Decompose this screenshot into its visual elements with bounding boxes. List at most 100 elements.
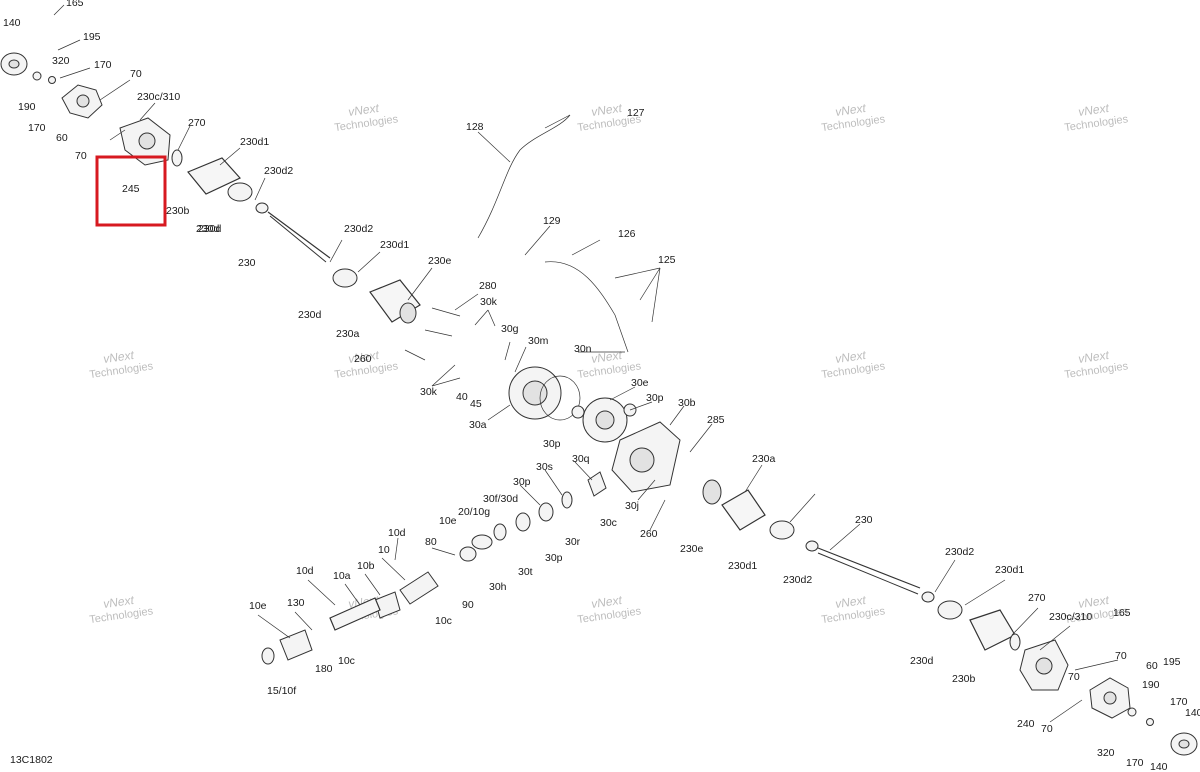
part-label: 270 <box>1028 592 1046 604</box>
part-label: 30b <box>678 397 696 409</box>
bolt-260 <box>404 349 426 361</box>
watermark-line1: vNext <box>102 348 135 366</box>
part-label: 230b <box>166 205 190 217</box>
part-label: 60 <box>56 132 68 144</box>
part-label: 10b <box>357 560 375 572</box>
part-label: 30j <box>625 500 639 512</box>
part-label: 30t <box>518 566 533 578</box>
part-label: 30h <box>489 581 507 593</box>
bearing-30p <box>571 405 585 419</box>
part-label: 320 <box>52 55 70 67</box>
part-label: 30n <box>574 343 592 355</box>
leader-lines <box>53 4 1119 723</box>
part-label: 195 <box>83 31 101 43</box>
part-label: 230b <box>952 673 976 685</box>
part-label: 30c <box>600 517 617 529</box>
part-label: 270 <box>188 117 206 129</box>
highlight-box <box>95 155 167 227</box>
u-joint-10 <box>399 571 439 605</box>
part-label: 230d2 <box>264 165 293 177</box>
part-label: 230e <box>428 255 452 267</box>
part-label: 10 <box>378 544 390 556</box>
axle-shaft-upper <box>267 211 331 259</box>
clamp-230d2 <box>805 540 819 552</box>
seal-30f <box>515 512 531 532</box>
boot-clamp <box>255 202 269 214</box>
part-label: 230e <box>680 543 704 555</box>
part-label: 245 <box>122 183 140 195</box>
part-label: 15/10f <box>267 685 296 697</box>
part-label: 70 <box>75 150 87 162</box>
part-label: 230c/310 <box>137 91 180 103</box>
part-label: 30r <box>565 536 581 548</box>
part-label: 30q <box>572 453 590 465</box>
watermark-line1: vNext <box>834 593 867 611</box>
part-label: 30p <box>646 392 664 404</box>
part-label: 90 <box>462 599 474 611</box>
part-label: 30k <box>420 386 438 398</box>
spline-part <box>399 302 417 324</box>
part-label: 130 <box>287 597 305 609</box>
part-label: 30p <box>545 552 563 564</box>
clamp-230d2-2 <box>921 591 935 603</box>
part-label: 230d1 <box>995 564 1024 576</box>
cable-128 <box>477 114 571 239</box>
bolt-280b <box>424 329 453 337</box>
part-label: 30m <box>528 335 549 347</box>
part-label: 127 <box>627 107 645 119</box>
watermark-line1: vNext <box>102 593 135 611</box>
diff-housing-bore <box>629 447 655 473</box>
boot-part <box>227 182 253 202</box>
boot-part-2 <box>332 268 358 288</box>
seal-15-10f <box>261 647 275 665</box>
part-label: 230d <box>198 223 222 235</box>
part-label: 230d2 <box>783 574 812 586</box>
diagram-artwork <box>0 52 1198 756</box>
watermark-line1: vNext <box>590 101 623 119</box>
axle-shaft-lower-edge <box>817 552 919 595</box>
part-label: 70 <box>1041 723 1053 735</box>
watermark-line1: vNext <box>834 101 867 119</box>
figure-code: 13C1802 <box>10 754 53 766</box>
part-label: 170 <box>1126 757 1144 769</box>
wheel-hub-center <box>8 59 20 69</box>
o-ring-30a <box>539 375 581 421</box>
part-label: 30s <box>536 461 553 473</box>
boot-230d-2 <box>937 600 963 620</box>
coupler-20-10g <box>471 534 493 550</box>
part-label: 45 <box>470 398 482 410</box>
part-label: 320 <box>1097 747 1115 759</box>
part-label: 280 <box>479 280 497 292</box>
part-label: 260 <box>640 528 658 540</box>
bearing-30p-3 <box>538 502 554 522</box>
part-label: 30g <box>501 323 519 335</box>
part-label: 70 <box>1068 671 1080 683</box>
part-label: 285 <box>707 414 725 426</box>
boot-230d <box>769 520 795 540</box>
nut-170 <box>1146 718 1154 726</box>
hub-flange-60-center <box>1103 691 1117 705</box>
spline-230e <box>702 479 722 505</box>
cv-joint-inner-2 <box>721 489 766 531</box>
cv-joint-outer-2 <box>969 609 1016 651</box>
part-label: 180 <box>315 663 333 675</box>
washer-190 <box>1127 707 1137 717</box>
part-label: 230c/310 <box>1049 611 1092 623</box>
part-label: 230d1 <box>728 560 757 572</box>
nut-part <box>48 76 56 84</box>
part-label: 20/10g <box>458 506 490 518</box>
part-label: 140 <box>1150 761 1168 772</box>
part-label: 10d <box>296 565 314 577</box>
part-label: 230d2 <box>945 546 974 558</box>
part-label: 230d1 <box>380 239 409 251</box>
axle-shaft-lower <box>817 547 921 589</box>
diff-cover-center <box>522 380 548 406</box>
part-label: 140 <box>3 17 21 29</box>
part-label: 230d1 <box>240 136 269 148</box>
